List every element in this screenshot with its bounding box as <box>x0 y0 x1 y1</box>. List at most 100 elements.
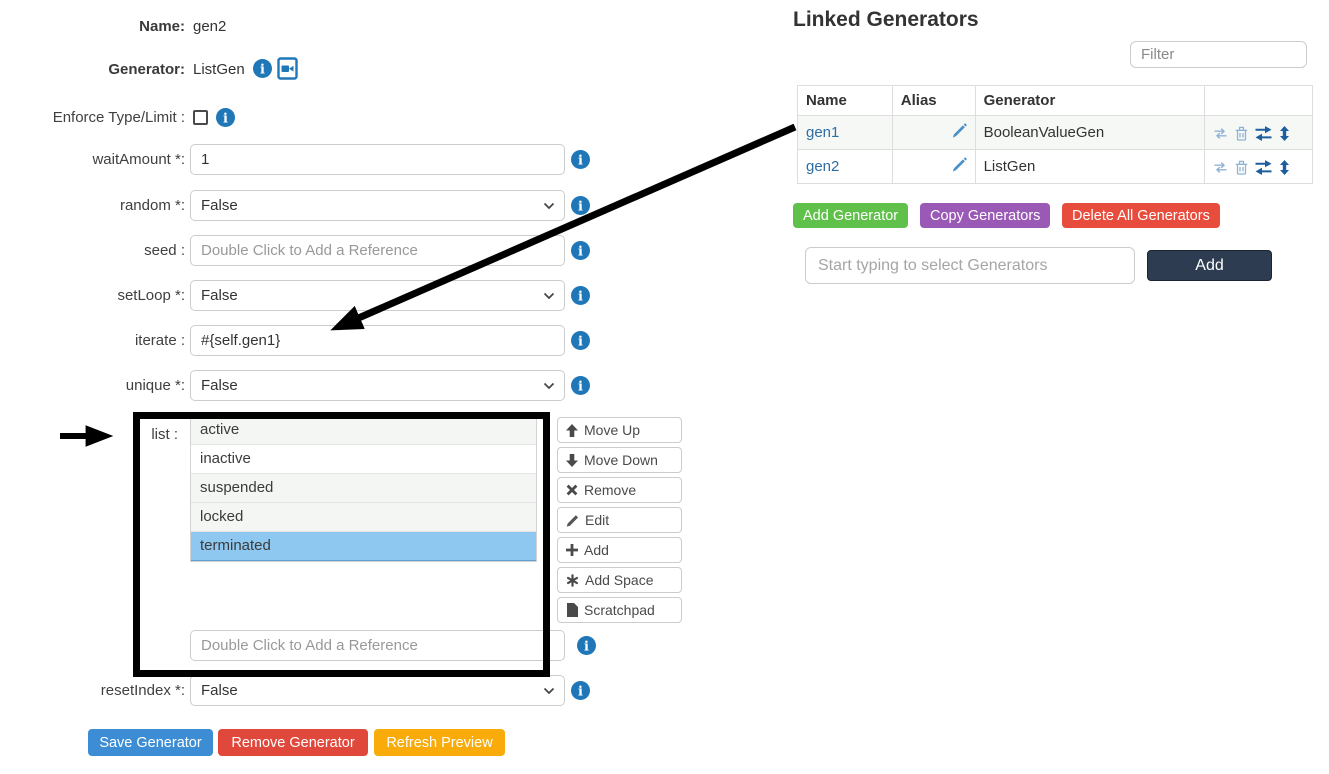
info-icon[interactable]: i <box>571 196 590 215</box>
pencil-icon[interactable] <box>952 123 967 138</box>
generator-column-header: Generator <box>974 85 1206 116</box>
set-loop-select-value: False <box>201 287 238 304</box>
edit-item-label: Edit <box>585 512 610 528</box>
reset-index-select[interactable]: False <box>190 675 565 706</box>
linked-generators-title: Linked Generators <box>793 8 979 31</box>
scratchpad-label: Scratchpad <box>584 602 655 618</box>
enforce-type-limit-checkbox[interactable] <box>193 110 208 125</box>
unique-label: unique *: <box>125 377 185 394</box>
linked-generators-table: Name Alias Generator gen1 BooleanValueGe… <box>797 85 1313 184</box>
remove-x-icon <box>566 484 578 496</box>
info-icon[interactable]: i <box>216 108 235 127</box>
list-reference-input[interactable] <box>190 630 565 661</box>
name-column-header: Name <box>797 85 893 116</box>
repeat-icon[interactable] <box>1213 161 1228 174</box>
generator-type: ListGen <box>974 149 1206 184</box>
repeat-icon[interactable] <box>1213 127 1228 140</box>
list-item[interactable]: active <box>191 416 536 445</box>
list-item[interactable]: locked <box>191 503 536 532</box>
edit-item-button[interactable]: Edit <box>557 507 682 533</box>
generator-label: Generator: <box>108 61 185 78</box>
list-box: active inactive suspended locked termina… <box>190 415 537 562</box>
list-label: list : <box>151 426 178 443</box>
wait-amount-label: waitAmount *: <box>92 151 185 168</box>
name-label: Name: <box>139 18 185 35</box>
seed-label: seed : <box>144 242 185 259</box>
add-generator-button[interactable]: Add Generator <box>793 203 909 228</box>
move-up-button[interactable]: Move Up <box>557 417 682 443</box>
svg-text:i: i <box>223 112 228 127</box>
wait-amount-input[interactable] <box>190 144 565 175</box>
random-label: random *: <box>119 197 185 214</box>
copy-generators-button[interactable]: Copy Generators <box>920 203 1051 228</box>
info-icon[interactable]: i <box>571 241 590 260</box>
set-loop-select[interactable]: False <box>190 280 565 311</box>
info-icon[interactable]: i <box>571 331 590 350</box>
list-item[interactable]: suspended <box>191 474 536 503</box>
svg-text:i: i <box>584 640 589 655</box>
random-select-value: False <box>201 197 238 214</box>
table-row: gen2 ListGen <box>797 149 1313 184</box>
remove-generator-button[interactable]: Remove Generator <box>218 729 368 756</box>
move-up-label: Move Up <box>584 422 641 438</box>
plus-icon <box>566 544 578 556</box>
svg-text:i: i <box>578 290 583 305</box>
add-linked-generator-button[interactable]: Add <box>1147 250 1272 281</box>
add-space-button[interactable]: Add Space <box>557 567 682 593</box>
delete-all-generators-button[interactable]: Delete All Generators <box>1062 203 1220 228</box>
info-icon[interactable]: i <box>571 376 590 395</box>
alias-column-header: Alias <box>891 85 976 116</box>
remove-item-label: Remove <box>584 482 637 498</box>
swap-vertical-icon[interactable] <box>1279 159 1289 175</box>
add-item-button[interactable]: Add <box>557 537 682 563</box>
iterate-input[interactable] <box>190 325 565 356</box>
enforce-type-limit-label: Enforce Type/Limit : <box>52 109 185 126</box>
name-value: gen2 <box>193 18 227 35</box>
generator-link[interactable]: gen2 <box>806 158 840 175</box>
scratchpad-button[interactable]: Scratchpad <box>557 597 682 623</box>
svg-text:i: i <box>578 335 583 350</box>
add-item-label: Add <box>584 542 609 558</box>
seed-input[interactable] <box>190 235 565 266</box>
svg-text:i: i <box>578 245 583 260</box>
info-icon[interactable]: i <box>571 150 590 169</box>
arrow-up-icon <box>566 423 578 437</box>
save-generator-button[interactable]: Save Generator <box>88 729 213 756</box>
generator-type: BooleanValueGen <box>974 115 1206 150</box>
move-down-label: Move Down <box>584 452 658 468</box>
iterate-label: iterate : <box>134 332 185 349</box>
generator-link[interactable]: gen1 <box>806 124 840 141</box>
trash-icon[interactable] <box>1235 160 1248 175</box>
select-generators-input[interactable] <box>805 247 1135 284</box>
asterisk-icon <box>566 573 579 587</box>
chevron-down-icon <box>543 687 555 694</box>
unique-select[interactable]: False <box>190 370 565 401</box>
pencil-icon <box>566 514 579 527</box>
reset-index-label: resetIndex *: <box>100 682 185 699</box>
svg-text:i: i <box>260 63 265 78</box>
swap-horizontal-icon[interactable] <box>1255 125 1272 141</box>
add-space-label: Add Space <box>585 572 654 588</box>
table-row: gen1 BooleanValueGen <box>797 115 1313 150</box>
refresh-preview-button[interactable]: Refresh Preview <box>374 729 505 756</box>
move-down-button[interactable]: Move Down <box>557 447 682 473</box>
svg-text:i: i <box>578 685 583 700</box>
trash-icon[interactable] <box>1235 126 1248 141</box>
random-select[interactable]: False <box>190 190 565 221</box>
info-icon[interactable]: i <box>571 681 590 700</box>
video-file-icon[interactable] <box>277 57 298 80</box>
info-icon[interactable]: i <box>577 636 596 655</box>
unique-select-value: False <box>201 377 238 394</box>
info-icon[interactable]: i <box>571 286 590 305</box>
swap-vertical-icon[interactable] <box>1279 125 1289 141</box>
info-icon[interactable]: i <box>253 59 272 78</box>
pencil-icon[interactable] <box>952 157 967 172</box>
svg-text:i: i <box>578 154 583 169</box>
swap-horizontal-icon[interactable] <box>1255 159 1272 175</box>
list-item-selected[interactable]: terminated <box>191 532 536 561</box>
remove-item-button[interactable]: Remove <box>557 477 682 503</box>
filter-input[interactable] <box>1130 41 1307 68</box>
list-item[interactable]: inactive <box>191 445 536 474</box>
chevron-down-icon <box>543 292 555 299</box>
